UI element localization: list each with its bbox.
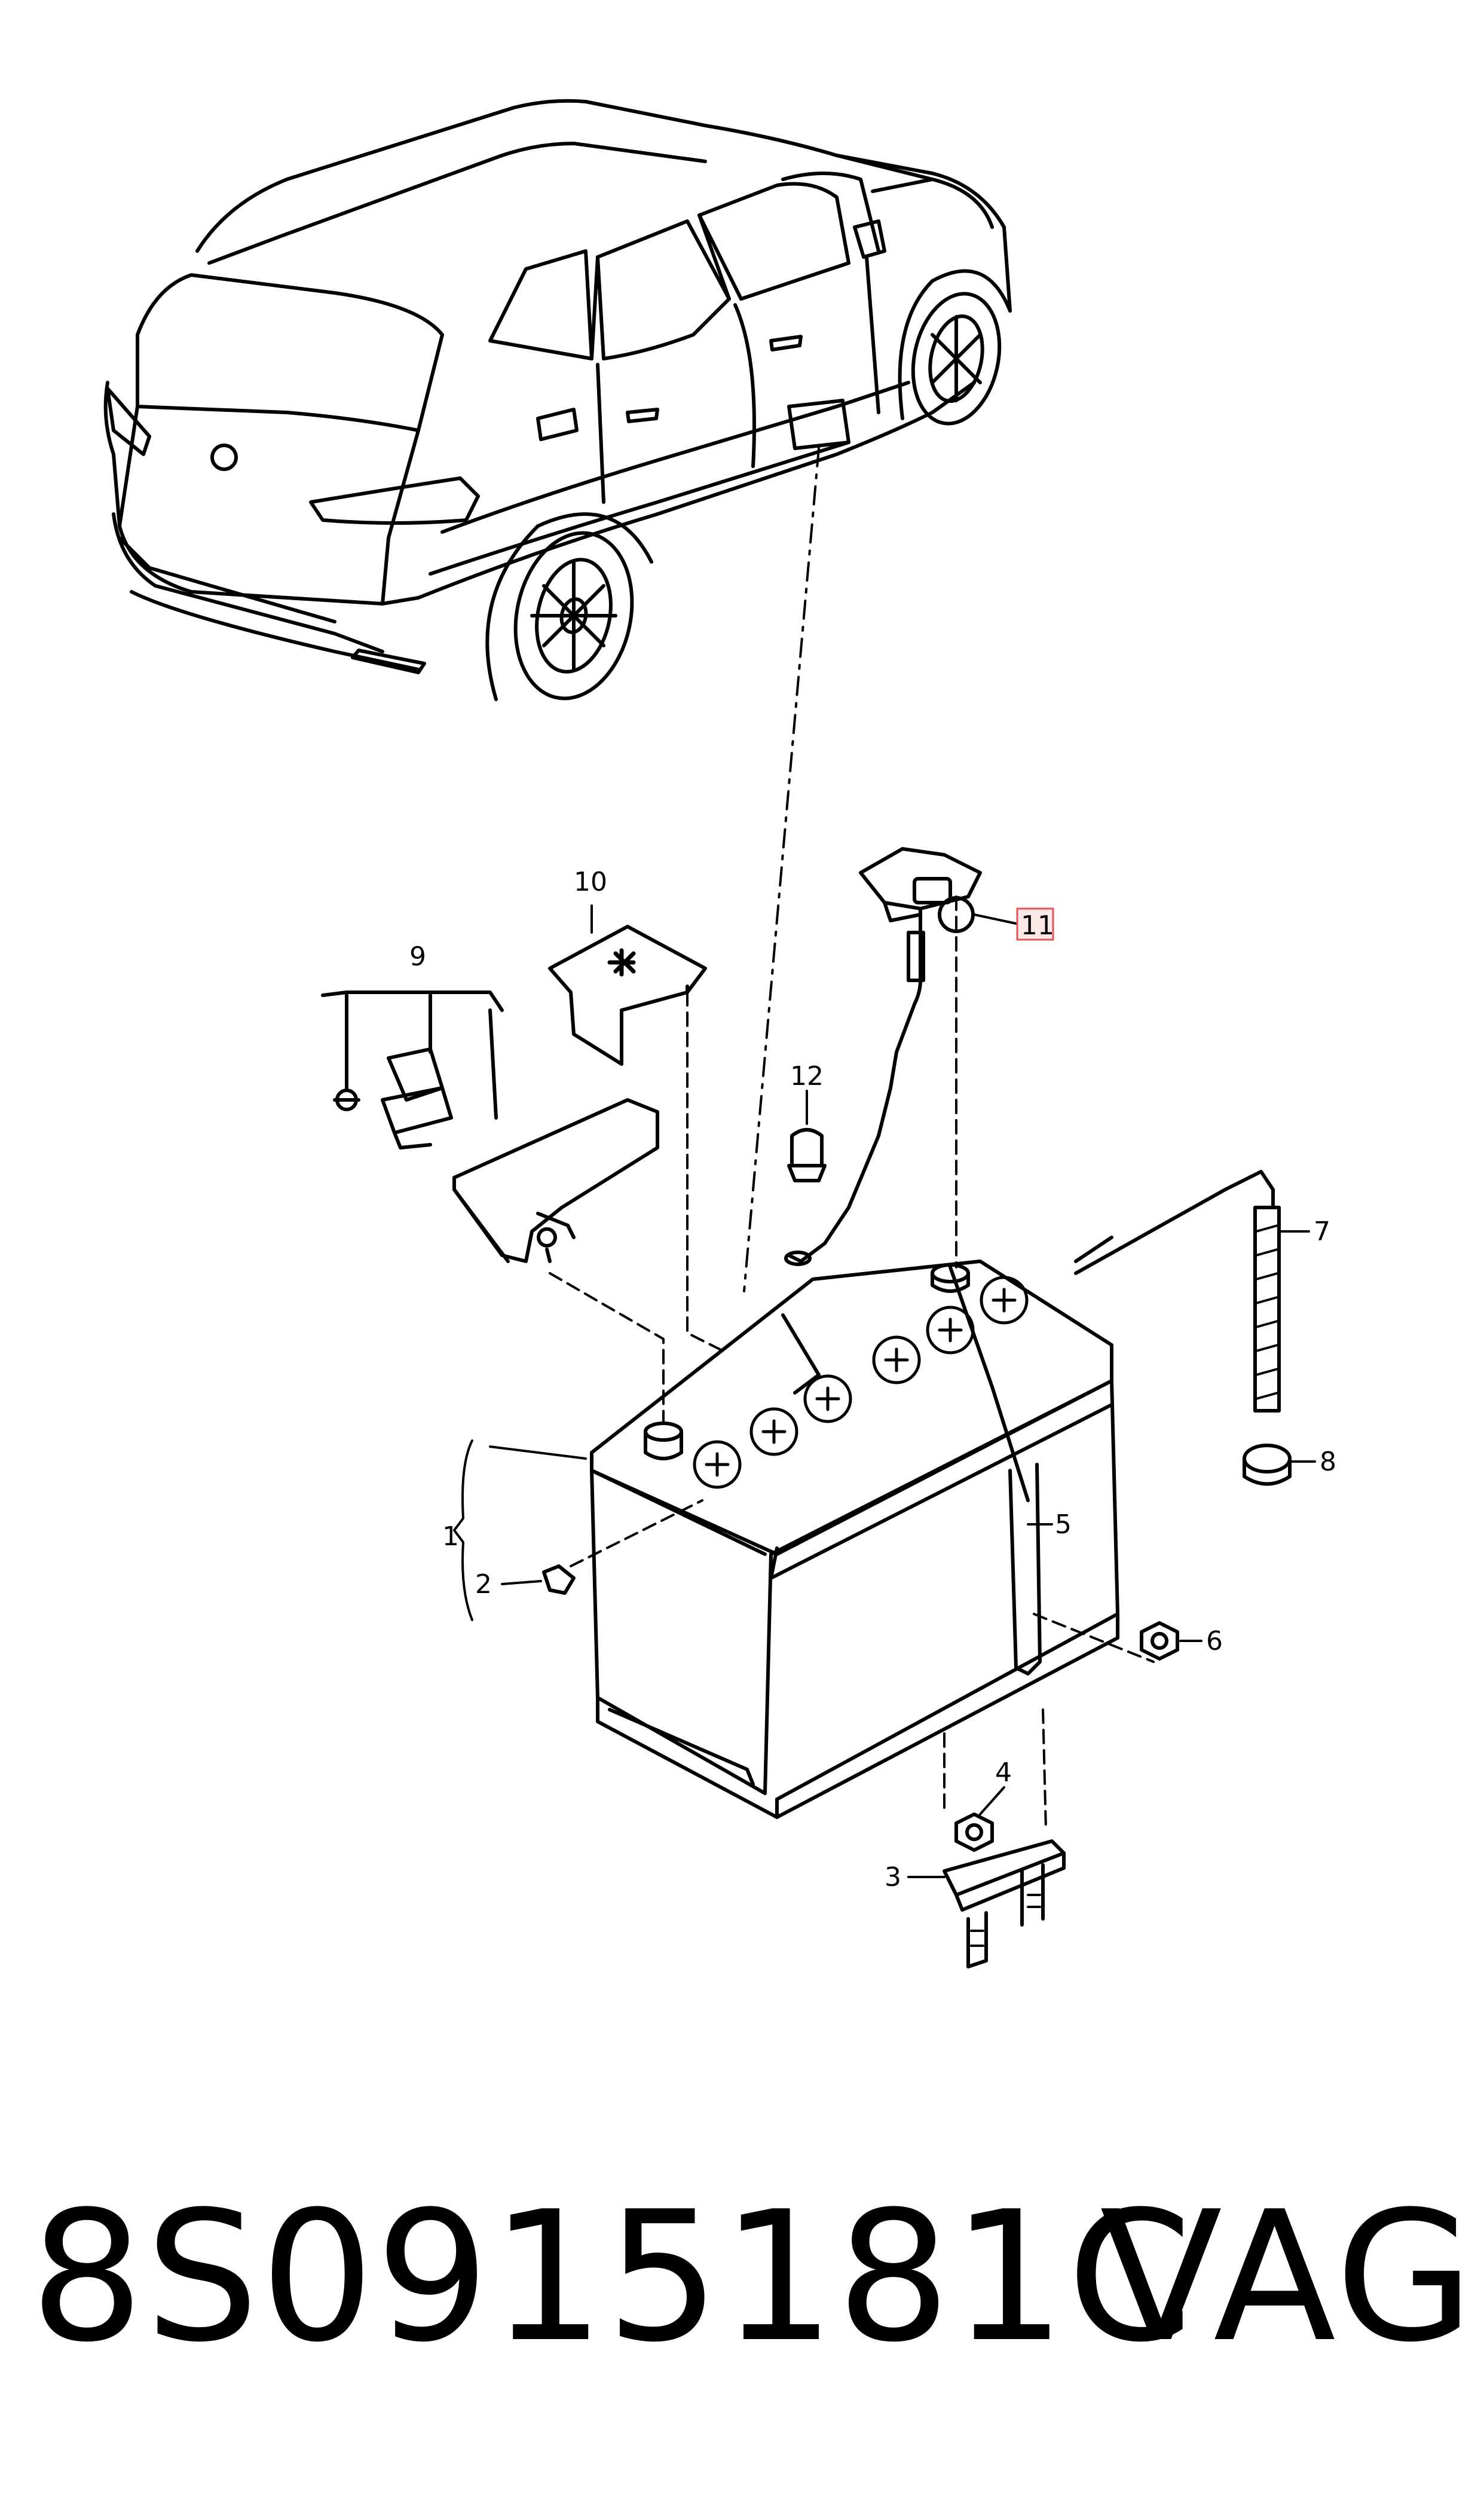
- part-2-plug: [542, 1564, 576, 1595]
- callout-1: 1: [442, 1521, 459, 1552]
- callout-4: 4: [995, 1757, 1012, 1788]
- part-7-ground-cable: [1074, 1170, 1281, 1413]
- part-12-bolt: [787, 1128, 827, 1182]
- callout-8: 8: [1320, 1447, 1336, 1477]
- battery: [590, 1259, 1119, 1819]
- callout-11: 11: [1021, 910, 1054, 941]
- callout-7: 7: [1314, 1216, 1330, 1247]
- callout-5: 5: [1055, 1509, 1072, 1540]
- vehicle-illustration: [103, 99, 1012, 701]
- callout-2: 2: [475, 1569, 492, 1600]
- part-4-nut: [954, 1812, 994, 1852]
- terminal-cover: [452, 1098, 659, 1263]
- part-10-bracket: [548, 925, 707, 1066]
- part-9-bracket: [321, 990, 504, 1150]
- callout-10: 10: [574, 867, 607, 897]
- callout-11-highlight-box: [1016, 907, 1054, 941]
- brand-name: VAG: [1100, 2173, 1477, 2382]
- callout-9: 9: [409, 941, 426, 972]
- callout-6: 6: [1206, 1626, 1223, 1656]
- caption: 8S0915181C VAG: [0, 2152, 1484, 2403]
- part-number: 8S0915181C: [30, 2173, 1194, 2382]
- callout-12: 12: [790, 1061, 824, 1092]
- part-8-nut: [1243, 1444, 1292, 1486]
- part-11-battery-sensor-cable: [784, 847, 982, 1266]
- part-3-clamp: [943, 1839, 1066, 1968]
- part-6-nut: [1140, 1621, 1179, 1661]
- callout-3: 3: [885, 1862, 901, 1893]
